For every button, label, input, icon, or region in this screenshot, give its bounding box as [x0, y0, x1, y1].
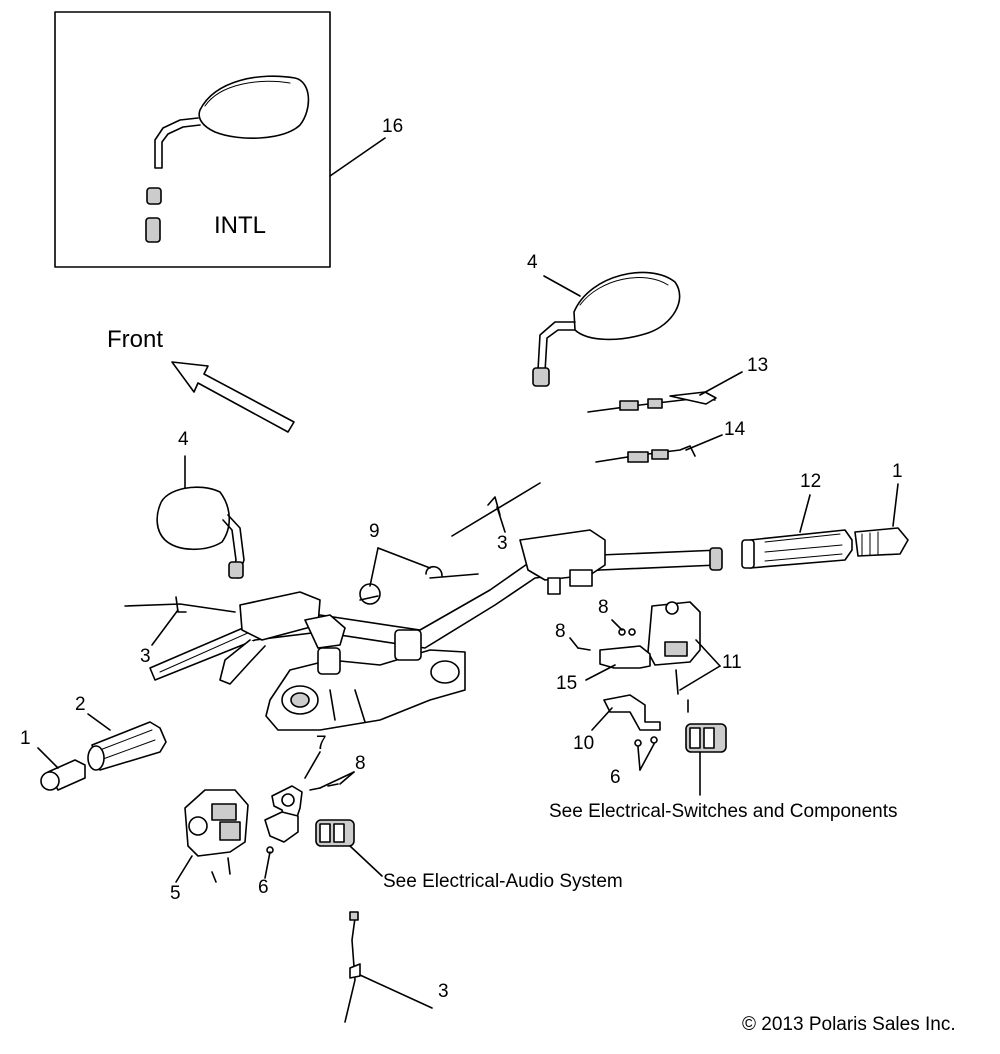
callout-line-11a [695, 639, 721, 667]
bracket-15 [599, 645, 651, 669]
callout-8-left: 8 [355, 753, 366, 774]
callout-line-1-left [37, 747, 59, 769]
callout-line-8-right [611, 619, 623, 631]
intl-mirror-drawing [145, 75, 310, 243]
callout-line-9a [369, 547, 379, 587]
inset-intl-label: INTL [214, 212, 267, 239]
callout-16: 16 [382, 116, 404, 137]
audio-switch [315, 819, 355, 847]
front-label: Front [107, 326, 164, 353]
callout-line-16 [329, 137, 386, 177]
callout-line-3-top [496, 506, 506, 533]
callout-line-8-left-a [319, 771, 355, 789]
screws-8-left [309, 783, 339, 791]
note-switches-components: See Electrical-Switches and Components [549, 801, 898, 822]
callout-15: 15 [556, 673, 578, 694]
left-switch-housing [184, 789, 249, 883]
front-arrow [171, 361, 295, 433]
callout-3-bottom: 3 [438, 981, 449, 1002]
callout-line-8-mid [569, 637, 579, 649]
callout-line-11b [679, 665, 721, 691]
callout-line-audio [349, 845, 383, 877]
callout-13: 13 [747, 355, 769, 376]
callout-11: 11 [722, 652, 742, 673]
callout-9: 9 [369, 521, 380, 542]
bar-end-right [854, 527, 909, 557]
callout-line-3-bottom [359, 974, 433, 1009]
callout-line-9b [377, 547, 431, 569]
callout-5: 5 [170, 883, 181, 904]
callout-12: 12 [800, 471, 822, 492]
callout-3-left: 3 [140, 646, 151, 667]
callout-line-15 [585, 664, 616, 681]
bracket-10 [603, 694, 661, 731]
callout-line-13 [699, 371, 743, 396]
right-switch-housing [647, 601, 701, 713]
callout-line-4-top [543, 275, 581, 297]
callout-line-6-right-a [637, 746, 641, 771]
callout-line-7 [304, 751, 321, 779]
callout-6-right: 6 [610, 767, 621, 788]
cable-tie-bottom [344, 911, 361, 1023]
callout-line-8-left-b [339, 771, 355, 785]
callout-4-top: 4 [527, 252, 538, 273]
callout-line-3-left [151, 609, 179, 646]
callout-10: 10 [573, 733, 595, 754]
callout-line-6-right-b [639, 743, 655, 771]
bracket-6-left [264, 811, 299, 854]
callout-1-right: 1 [892, 461, 903, 482]
cable-tie-top [451, 482, 541, 537]
inset-box [54, 11, 331, 268]
callout-7: 7 [316, 733, 327, 754]
callout-line-1-right [892, 483, 899, 527]
callout-6-left: 6 [258, 877, 269, 898]
cable-14 [595, 445, 696, 463]
callout-line-5 [175, 855, 193, 883]
grip-left [87, 721, 167, 771]
cable-13 [587, 391, 717, 413]
bar-end-left [40, 759, 86, 791]
callout-line-12 [799, 494, 811, 533]
screws-6-right [634, 736, 658, 747]
mirror-left-drawing [156, 486, 245, 579]
grip-right [741, 529, 853, 569]
callout-14: 14 [724, 419, 746, 440]
note-audio-system: See Electrical-Audio System [383, 871, 623, 892]
callout-3-top: 3 [497, 533, 508, 554]
screw-8-mid [577, 647, 591, 651]
callout-line-2 [87, 713, 111, 731]
callout-line-6-left [264, 851, 271, 879]
callout-4-left: 4 [178, 429, 189, 450]
cable-tie-left [124, 596, 236, 613]
callout-line-10 [591, 707, 613, 731]
mirror-right-drawing [532, 271, 681, 387]
callout-8-mid: 8 [555, 621, 566, 642]
callout-8-right: 8 [598, 597, 609, 618]
callout-line-14 [685, 434, 723, 451]
copyright-notice: © 2013 Polaris Sales Inc. [742, 1014, 956, 1035]
handlebar-drawing [149, 529, 723, 731]
clips-9 [359, 565, 479, 605]
callout-2: 2 [75, 694, 86, 715]
callout-1-left: 1 [20, 728, 31, 749]
switch-module-right [685, 723, 727, 753]
